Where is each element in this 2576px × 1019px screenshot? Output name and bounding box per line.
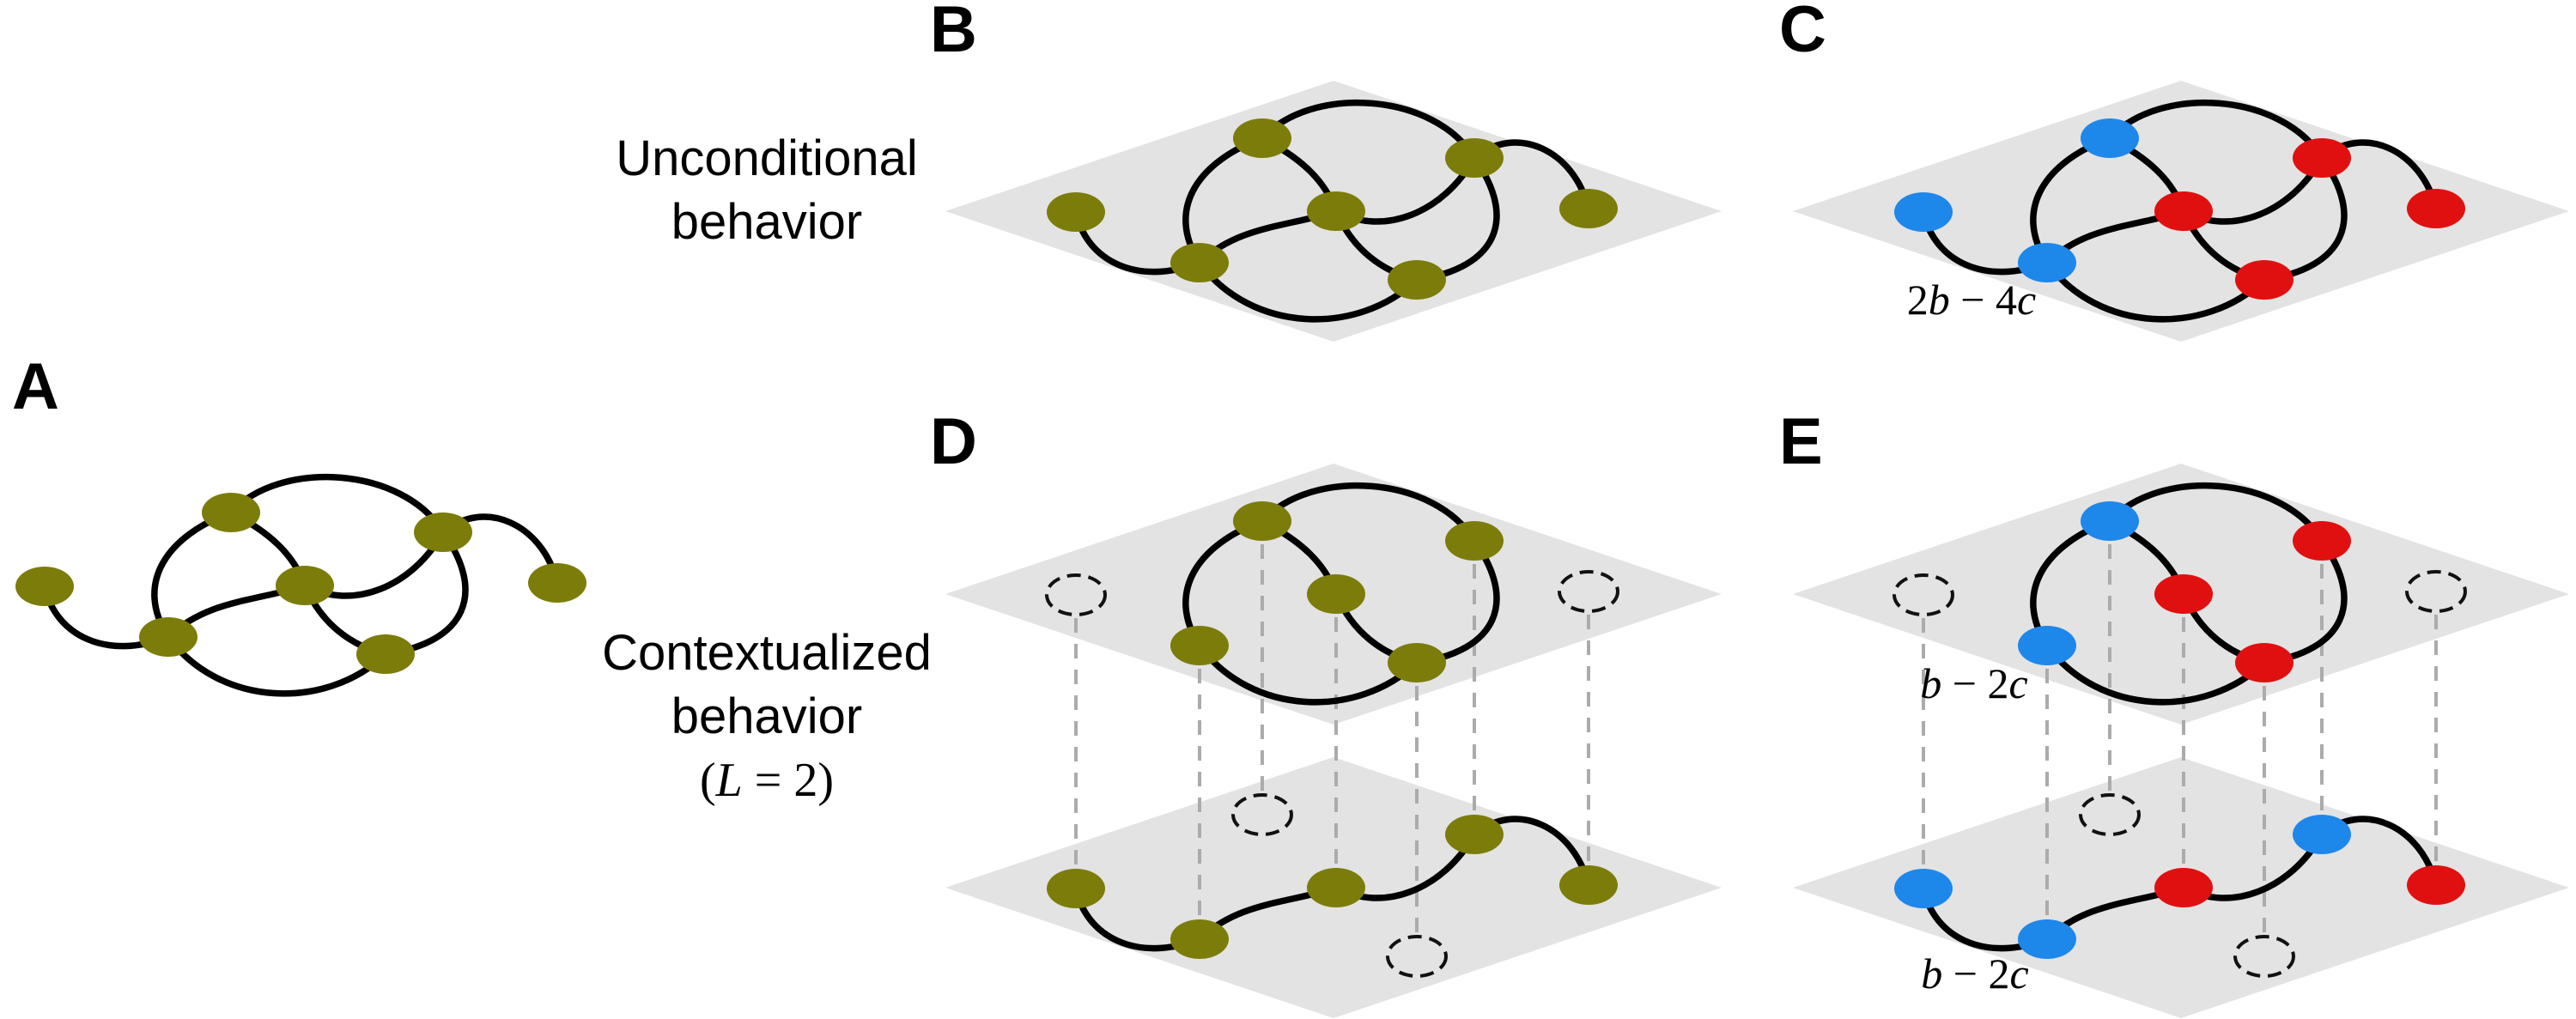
node-E-top-BC bbox=[2235, 643, 2293, 682]
node-E-top-BL bbox=[2018, 626, 2076, 665]
row-label-contextualized-line1: Contextualized bbox=[602, 625, 932, 681]
node-D-bottom-C bbox=[1307, 868, 1365, 907]
node-A-BC bbox=[356, 634, 415, 674]
dashed-node-E-bottom-T bbox=[2079, 793, 2141, 836]
panel-letter-d: D bbox=[930, 405, 977, 478]
node-E-bottom-BL bbox=[2018, 919, 2076, 959]
node-B-T bbox=[1233, 118, 1291, 158]
node-C-BC bbox=[2235, 260, 2293, 300]
dashed-node-E-bottom-BC bbox=[2233, 935, 2295, 978]
panel-letter-e: E bbox=[1779, 405, 1823, 478]
edge-weight-label-c: 2b − 4c bbox=[1906, 276, 2037, 324]
node-A-RT bbox=[414, 513, 472, 552]
edge-D-top-T-RT bbox=[1259, 482, 1478, 544]
node-C-L bbox=[1894, 192, 1953, 232]
panel-letter-a: A bbox=[12, 350, 59, 423]
node-E-top-C bbox=[2154, 574, 2213, 614]
row-label-unconditional: Unconditional behavior bbox=[616, 127, 917, 254]
node-D-top-BC bbox=[1388, 643, 1446, 682]
node-D-top-C bbox=[1307, 574, 1365, 614]
node-D-bottom-BL bbox=[1170, 919, 1229, 959]
node-E-bottom-FR bbox=[2407, 865, 2465, 905]
node-D-top-RT bbox=[1445, 521, 1504, 561]
node-A-C bbox=[276, 566, 334, 605]
edge-weight-label-e-top: b − 2c bbox=[1920, 659, 2028, 707]
node-C-FR bbox=[2407, 189, 2465, 228]
row-label-contextualized-math: (L = 2) bbox=[699, 754, 835, 807]
node-A-BL bbox=[139, 617, 197, 657]
row-label-unconditional-line2: behavior bbox=[671, 194, 863, 250]
edge-weight-label-e-bottom: b − 2c bbox=[1921, 949, 2029, 998]
row-label-unconditional-line1: Unconditional bbox=[616, 130, 918, 186]
node-B-BL bbox=[1170, 243, 1229, 282]
node-C-BL bbox=[2018, 243, 2076, 282]
node-C-C bbox=[2154, 191, 2213, 231]
dashed-node-D-bottom-T bbox=[1231, 793, 1293, 836]
edge-A-BL-BC bbox=[165, 634, 389, 697]
panel-letter-b: B bbox=[930, 0, 977, 66]
node-B-BC bbox=[1388, 260, 1446, 300]
node-E-bottom-RT bbox=[2293, 815, 2351, 854]
node-B-L bbox=[1047, 192, 1105, 232]
edge-C-T-RT bbox=[2106, 99, 2325, 161]
node-C-T bbox=[2081, 118, 2139, 158]
node-E-top-RT bbox=[2293, 521, 2351, 561]
node-A-T bbox=[202, 493, 260, 532]
edge-C-BL-BC bbox=[2044, 259, 2268, 323]
node-E-bottom-C bbox=[2154, 868, 2213, 907]
edge-D-top-BL-BC bbox=[1196, 642, 1420, 706]
node-B-C bbox=[1307, 191, 1365, 231]
row-label-contextualized: Contextualized behavior (L = 2) bbox=[602, 622, 932, 812]
node-E-bottom-L bbox=[1894, 869, 1953, 908]
node-E-top-T bbox=[2081, 501, 2139, 541]
node-D-bottom-L bbox=[1047, 869, 1105, 908]
edge-E-top-BL-BC bbox=[2044, 642, 2268, 706]
dashed-node-D-bottom-BC bbox=[1386, 935, 1448, 978]
dashed-node-E-top-FR bbox=[2405, 570, 2467, 613]
row-label-contextualized-line2: behavior bbox=[671, 688, 863, 744]
node-D-top-T bbox=[1233, 501, 1291, 541]
node-D-bottom-RT bbox=[1445, 815, 1504, 854]
node-A-L bbox=[15, 567, 74, 606]
node-A-FR bbox=[528, 563, 586, 603]
node-B-RT bbox=[1445, 138, 1504, 178]
dashed-node-D-top-FR bbox=[1558, 570, 1619, 613]
edge-B-T-RT bbox=[1259, 99, 1478, 161]
node-D-bottom-FR bbox=[1559, 865, 1618, 905]
node-C-RT bbox=[2293, 138, 2351, 178]
node-D-top-BL bbox=[1170, 626, 1229, 665]
panel-letter-c: C bbox=[1779, 0, 1826, 66]
node-B-FR bbox=[1559, 189, 1618, 228]
edge-A-T-RT bbox=[228, 473, 447, 536]
dashed-node-D-top-L bbox=[1045, 573, 1107, 616]
dashed-node-E-top-L bbox=[1893, 573, 1954, 616]
edge-E-top-T-RT bbox=[2106, 482, 2325, 544]
edge-B-BL-BC bbox=[1196, 259, 1420, 323]
